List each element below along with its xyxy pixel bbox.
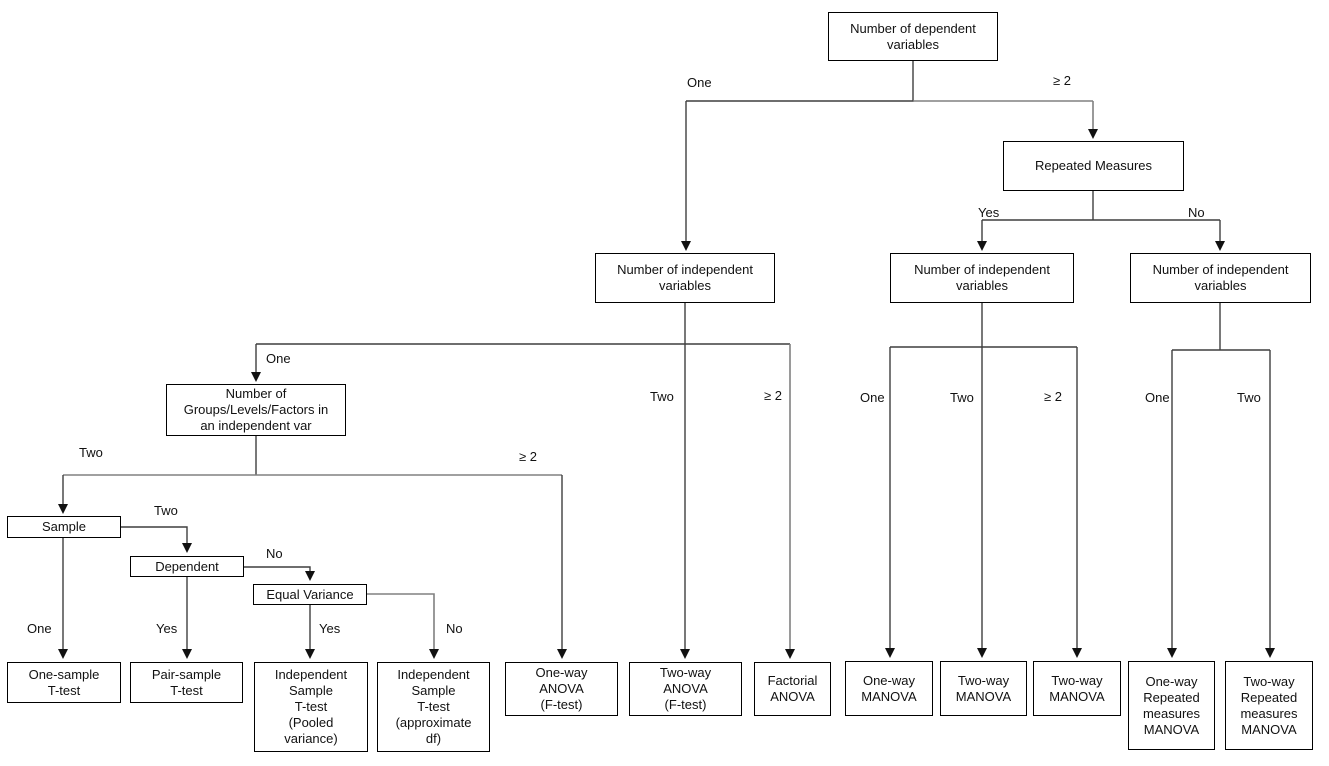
edge-label-ge2: ≥ 2 xyxy=(519,449,537,464)
node-two-way-anova: Two-way ANOVA (F-test) xyxy=(629,662,742,716)
node-label: Two-way Repeated measures MANOVA xyxy=(1240,673,1298,737)
node-one-sample-t-test: One-sample T-test xyxy=(7,662,121,703)
node-number-of-independent-variables-mid: Number of independent variables xyxy=(595,253,775,303)
node-label: Factorial ANOVA xyxy=(767,673,818,704)
node-label: Pair-sample T-test xyxy=(151,666,222,698)
node-pair-sample-t-test: Pair-sample T-test xyxy=(130,662,243,703)
node-independent-sample-t-test-approx-df: Independent Sample T-test (approximate d… xyxy=(377,662,490,752)
node-label: One-way ANOVA (F-test) xyxy=(535,665,588,712)
node-repeated-measures: Repeated Measures xyxy=(1003,141,1184,191)
edge-label-one: One xyxy=(27,621,52,636)
node-label: Two-way MANOVA xyxy=(955,672,1012,704)
edge-label-two: Two xyxy=(650,389,674,404)
node-label: Repeated Measures xyxy=(1034,158,1153,173)
node-one-way-manova: One-way MANOVA xyxy=(845,661,933,716)
node-label: Two-way MANOVA xyxy=(1049,672,1105,704)
node-label: One-way MANOVA xyxy=(861,672,917,704)
edge-label-yes: Yes xyxy=(978,205,1000,220)
node-dependent: Dependent xyxy=(130,556,244,577)
node-independent-sample-t-test-pooled: Independent Sample T-test (Pooled varian… xyxy=(254,662,368,752)
edge-label-yes: Yes xyxy=(156,621,178,636)
node-one-way-repeated-measures-manova: One-way Repeated measures MANOVA xyxy=(1128,661,1215,750)
edge-label-yes: Yes xyxy=(319,621,341,636)
node-label: Number of independent variables xyxy=(1152,262,1289,293)
node-label: Dependent xyxy=(155,558,219,574)
node-number-of-groups-levels-factors: Number of Groups/Levels/Factors in an in… xyxy=(166,384,346,436)
node-number-of-independent-variables-no: Number of independent variables xyxy=(1130,253,1311,303)
node-sample: Sample xyxy=(7,516,121,538)
edge-label-two: Two xyxy=(950,390,974,405)
edge-label-no: No xyxy=(1188,205,1205,220)
edge-label-ge2: ≥ 2 xyxy=(1044,389,1062,404)
node-label: One-sample T-test xyxy=(28,666,100,698)
node-number-of-independent-variables-yes: Number of independent variables xyxy=(890,253,1074,303)
node-label: Number of dependent variables xyxy=(850,20,976,52)
node-number-of-dependent-variables: Number of dependent variables xyxy=(828,12,998,61)
node-label: Two-way ANOVA (F-test) xyxy=(659,665,712,712)
node-label: Equal Variance xyxy=(266,586,354,602)
node-two-way-manova-2: Two-way MANOVA xyxy=(1033,661,1121,716)
node-label: Independent Sample T-test (approximate d… xyxy=(395,667,472,746)
edge-label-ge2: ≥ 2 xyxy=(764,388,782,403)
edge-label-ge2: ≥ 2 xyxy=(1053,73,1071,88)
edge-label-two: Two xyxy=(1237,390,1261,405)
node-equal-variance: Equal Variance xyxy=(253,584,367,605)
edge-label-one: One xyxy=(1145,390,1170,405)
node-one-way-anova: One-way ANOVA (F-test) xyxy=(505,662,618,716)
edge-label-no: No xyxy=(266,546,283,561)
edge-label-one: One xyxy=(860,390,885,405)
edge-label-two: Two xyxy=(154,503,178,518)
node-two-way-repeated-measures-manova: Two-way Repeated measures MANOVA xyxy=(1225,661,1313,750)
edge-label-two: Two xyxy=(79,445,103,460)
node-label: Number of independent variables xyxy=(914,262,1050,293)
node-two-way-manova: Two-way MANOVA xyxy=(940,661,1027,716)
edge-label-one: One xyxy=(687,75,712,90)
node-label: Number of Groups/Levels/Factors in an in… xyxy=(183,386,329,433)
node-label: Independent Sample T-test (Pooled varian… xyxy=(274,667,348,746)
node-label: Number of independent variables xyxy=(617,262,753,293)
node-label: One-way Repeated measures MANOVA xyxy=(1142,673,1201,737)
node-label: Sample xyxy=(41,519,87,534)
edge-label-no: No xyxy=(446,621,463,636)
node-factorial-anova: Factorial ANOVA xyxy=(754,662,831,716)
edge-label-one: One xyxy=(266,351,291,366)
